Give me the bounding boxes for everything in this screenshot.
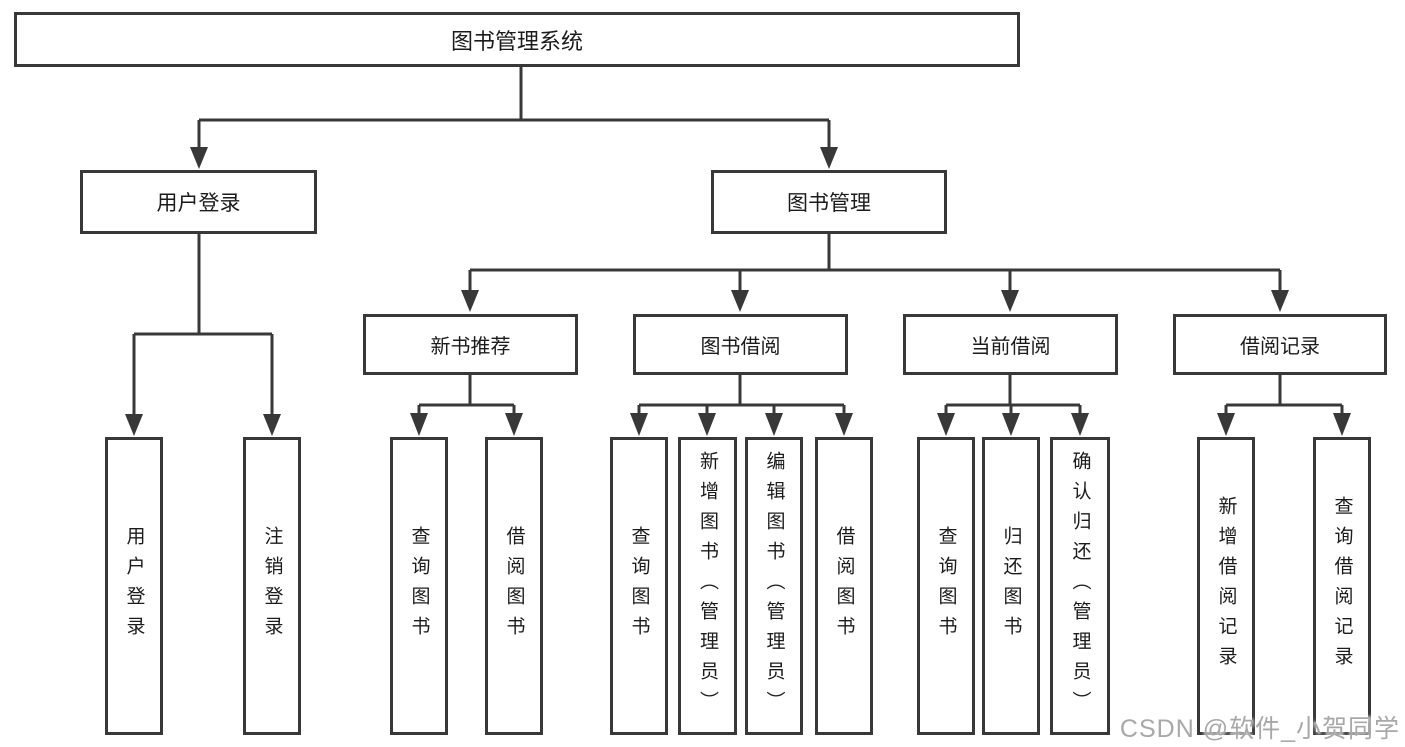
node-book-mgmt-label: 图书管理 xyxy=(787,192,871,215)
node-book-mgmt: 图书管理 xyxy=(711,170,947,234)
node-nb-borrow-books-label: 借阅图书 xyxy=(503,526,525,646)
arrow-down-icon xyxy=(630,413,648,436)
node-bb-edit-books-admin-label: 编辑图书（管理员） xyxy=(763,451,785,721)
arrowheads xyxy=(125,147,1351,436)
arrow-down-icon xyxy=(1002,413,1020,436)
node-nb-query-books-label: 查询图书 xyxy=(408,526,430,646)
csdn-watermark: CSDN @软件_小贺同学 xyxy=(1119,715,1400,743)
arrow-down-icon xyxy=(731,290,749,312)
node-br-query-record-label: 查询借阅记录 xyxy=(1331,496,1353,676)
node-logout: 注销登录 xyxy=(243,437,301,735)
connector-user-login-lines xyxy=(132,233,274,417)
node-br-add-record-label: 新增借阅记录 xyxy=(1215,496,1237,676)
node-bb-query-books-label: 查询图书 xyxy=(628,526,650,646)
connector-book-borrow-lines xyxy=(637,375,846,416)
node-book-borrow-label: 图书借阅 xyxy=(700,336,781,358)
node-new-books: 新书推荐 xyxy=(363,314,578,375)
node-logout-label: 注销登录 xyxy=(261,526,283,646)
arrow-down-icon xyxy=(125,414,143,436)
node-nb-query-books: 查询图书 xyxy=(390,437,448,735)
arrow-down-icon xyxy=(263,414,281,436)
arrow-down-icon xyxy=(698,413,716,436)
connector-book-mgmt-lines xyxy=(468,233,1282,293)
connector-new-books-lines xyxy=(417,375,516,416)
node-bb-borrow-books: 借阅图书 xyxy=(815,437,873,735)
connector-root-lines xyxy=(197,66,831,149)
node-cb-query-books-label: 查询图书 xyxy=(935,526,957,646)
node-borrow-records: 借阅记录 xyxy=(1173,314,1387,375)
node-cb-confirm-return-admin: 确认归还（管理员） xyxy=(1050,437,1110,735)
arrow-down-icon xyxy=(190,147,208,169)
node-bb-borrow-books-label: 借阅图书 xyxy=(833,526,855,646)
connector-borrow-records-lines xyxy=(1224,375,1344,416)
node-current-borrow-label: 当前借阅 xyxy=(970,336,1051,358)
node-root: 图书管理系统 xyxy=(14,12,1020,67)
node-br-query-record: 查询借阅记录 xyxy=(1313,437,1371,735)
node-current-borrow: 当前借阅 xyxy=(903,314,1118,375)
arrow-down-icon xyxy=(1071,413,1089,436)
arrow-down-icon xyxy=(835,413,853,436)
arrow-down-icon xyxy=(1333,413,1351,436)
node-br-add-record: 新增借阅记录 xyxy=(1197,437,1255,735)
arrow-down-icon xyxy=(1001,290,1019,312)
node-bb-add-books-admin: 新增图书（管理员） xyxy=(678,437,737,735)
node-cb-return-books: 归还图书 xyxy=(982,437,1040,735)
node-user-login-label: 用户登录 xyxy=(156,192,241,215)
node-cb-return-books-label: 归还图书 xyxy=(1000,526,1022,646)
arrow-down-icon xyxy=(820,147,838,169)
arrow-down-icon xyxy=(505,413,523,436)
node-login: 用户登录 xyxy=(105,437,163,735)
node-borrow-records-label: 借阅记录 xyxy=(1240,336,1320,358)
node-nb-borrow-books: 借阅图书 xyxy=(485,437,543,735)
node-login-label: 用户登录 xyxy=(123,526,145,646)
node-book-borrow: 图书借阅 xyxy=(633,314,848,375)
arrow-down-icon xyxy=(765,413,783,436)
node-cb-confirm-return-admin-label: 确认归还（管理员） xyxy=(1069,451,1091,721)
node-user-login: 用户登录 xyxy=(80,170,317,234)
node-bb-query-books: 查询图书 xyxy=(610,437,668,735)
arrow-down-icon xyxy=(937,413,955,436)
node-root-label: 图书管理系统 xyxy=(450,28,583,54)
node-bb-add-books-admin-label: 新增图书（管理员） xyxy=(697,451,718,721)
node-new-books-label: 新书推荐 xyxy=(430,336,511,358)
node-bb-edit-books-admin: 编辑图书（管理员） xyxy=(745,437,803,735)
node-cb-query-books: 查询图书 xyxy=(917,437,975,735)
arrow-down-icon xyxy=(410,413,428,436)
arrow-down-icon xyxy=(1217,413,1235,436)
arrow-down-icon xyxy=(1271,290,1289,312)
arrow-down-icon xyxy=(461,290,479,312)
connector-current-borrow-lines xyxy=(944,375,1082,416)
